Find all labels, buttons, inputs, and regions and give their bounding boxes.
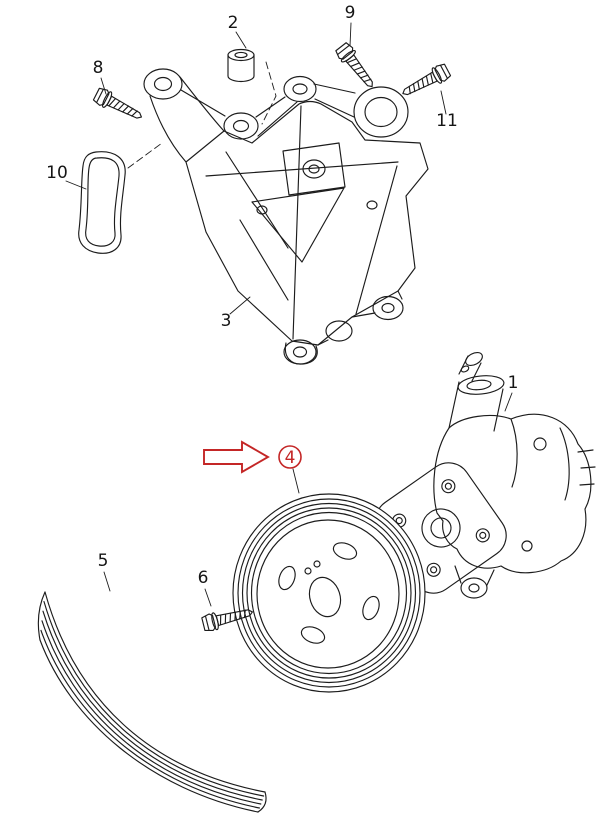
highlight-circle: [278, 445, 302, 469]
gasket-drawing: [78, 151, 126, 254]
callout-8[interactable]: 8: [93, 58, 104, 78]
callout-3[interactable]: 3: [221, 311, 232, 331]
ribbed-belt-drawing: [37, 591, 267, 813]
callout-1[interactable]: 1: [508, 373, 519, 393]
callout-4-highlighted[interactable]: 4: [285, 448, 296, 468]
pulley-drawing: [232, 493, 426, 693]
callout-6[interactable]: 6: [198, 568, 209, 588]
construction-lines: [127, 61, 277, 169]
bushing-drawing: [227, 48, 255, 83]
callout-10[interactable]: 10: [46, 163, 68, 183]
callout-2[interactable]: 2: [228, 13, 239, 33]
bolt-8-drawing: [91, 85, 146, 126]
callout-5[interactable]: 5: [98, 551, 109, 571]
callout-11[interactable]: 11: [436, 111, 458, 131]
mounting-bracket-drawing: [143, 68, 429, 365]
callout-9[interactable]: 9: [345, 3, 356, 23]
bolt-9-drawing: [333, 40, 380, 93]
bolt-11-drawing: [398, 61, 453, 102]
leader-lines: [65, 22, 513, 607]
red-arrow-right-icon: [203, 440, 270, 474]
